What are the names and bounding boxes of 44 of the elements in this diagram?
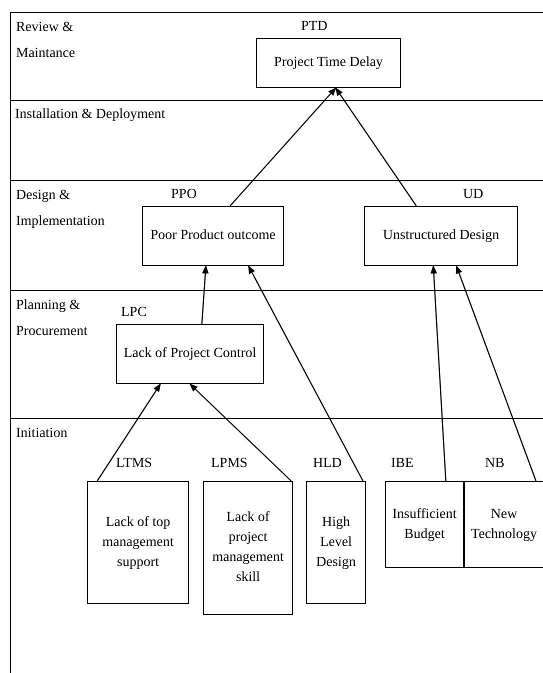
abbreviation-label: HLD: [313, 456, 342, 472]
box-text: Insufficient Budget: [391, 506, 458, 544]
arrow: [335, 87, 417, 206]
lane-heading: Design & Implementation: [16, 187, 106, 231]
box-text: Lack of project management skill: [211, 509, 285, 587]
abbreviation-label: IBE: [391, 456, 414, 472]
process-box: [203, 481, 293, 615]
box-text: Poor Product outcome: [149, 227, 277, 245]
arrow: [230, 87, 336, 206]
process-box: [364, 206, 518, 266]
abbreviation-label: PTD: [301, 19, 328, 35]
lane-heading: Planning & Procurement: [16, 297, 89, 341]
arrow: [248, 265, 364, 482]
swimlane-band: [10, 418, 543, 673]
abbreviation-label: LPC: [121, 305, 147, 321]
lane-heading: Installation & Deployment: [15, 106, 166, 124]
box-text: New Technology: [470, 506, 538, 544]
arrow: [189, 383, 292, 482]
process-box: [385, 481, 464, 568]
process-box: [116, 324, 264, 384]
box-text: Lack of top management support: [101, 514, 175, 572]
arrow: [201, 265, 209, 324]
abbreviation-label: LPMS: [211, 456, 248, 472]
process-box: [87, 481, 189, 604]
box-text: Project Time Delay: [273, 54, 384, 72]
lane-heading: Review & Maintance: [16, 19, 76, 63]
arrow: [96, 383, 161, 482]
process-box: [306, 481, 366, 604]
swimlane-band: [10, 290, 543, 418]
process-box: [464, 481, 543, 568]
swimlane-band: [10, 12, 543, 100]
abbreviation-label: UD: [463, 187, 484, 203]
abbreviation-label: PPO: [171, 187, 197, 203]
box-text: Unstructured Design: [382, 227, 500, 245]
abbreviation-label: NB: [485, 456, 504, 472]
lane-heading: Initiation: [16, 425, 68, 443]
box-text: High Level Design: [315, 514, 357, 572]
arrow: [430, 265, 446, 482]
abbreviation-label: LTMS: [116, 456, 152, 472]
arrow: [456, 265, 537, 482]
process-box: [256, 38, 401, 88]
process-box: [142, 206, 284, 266]
box-text: Lack of Project Control: [122, 345, 258, 363]
swimlane-band: [10, 180, 543, 290]
